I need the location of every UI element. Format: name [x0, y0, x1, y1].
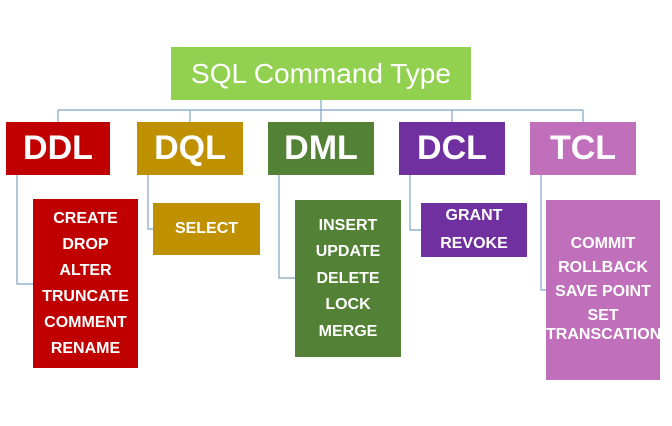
commands-box-ddl: CREATE DROP ALTER TRUNCATE COMMENT RENAM…	[33, 199, 138, 368]
category-label-dql: DQL	[154, 129, 226, 167]
command-alter: ALTER	[59, 261, 112, 279]
command-set-transcation: SET TRANSCATION	[546, 307, 662, 344]
category-node-tcl: TCL	[530, 122, 636, 175]
category-node-dql: DQL	[137, 122, 243, 175]
command-truncate: TRUNCATE	[42, 287, 129, 305]
connector-dql-children	[147, 175, 153, 230]
command-drop: DROP	[62, 235, 109, 253]
category-node-ddl: DDL	[6, 122, 110, 175]
command-create: CREATE	[53, 209, 118, 227]
connector-dcl-children	[409, 175, 421, 231]
root-node-label: SQL Command Type	[191, 57, 451, 89]
command-delete: DELETE	[316, 269, 380, 287]
command-insert: INSERT	[318, 216, 378, 234]
command-rename: RENAME	[50, 339, 121, 357]
category-label-dml: DML	[284, 129, 358, 167]
command-rollback: ROLLBACK	[558, 259, 648, 277]
command-comment: COMMENT	[44, 313, 127, 331]
commands-box-tcl: COMMIT ROLLBACK SAVE POINT SET TRANSCATI…	[546, 200, 662, 380]
command-update: UPDATE	[315, 243, 381, 261]
connector-ddl-children	[16, 175, 33, 285]
command-merge: MERGE	[318, 322, 378, 340]
category-node-dml: DML	[268, 122, 374, 175]
root-node-sql-command-type: SQL Command Type	[171, 47, 471, 100]
command-select: SELECT	[174, 220, 239, 238]
command-grant: GRANT	[445, 207, 503, 225]
commands-box-dcl: GRANT REVOKE	[421, 203, 527, 257]
commands-box-dql: SELECT	[153, 203, 260, 255]
category-label-dcl: DCL	[417, 129, 487, 167]
command-commit: COMMIT	[570, 235, 636, 253]
category-label-tcl: TCL	[549, 129, 617, 167]
command-save-point: SAVE POINT	[555, 282, 651, 300]
command-lock: LOCK	[325, 296, 371, 314]
category-label-ddl: DDL	[23, 129, 93, 167]
category-node-dcl: DCL	[399, 122, 505, 175]
connector-tcl-children	[540, 175, 546, 291]
command-revoke: REVOKE	[440, 235, 508, 253]
connector-dml-children	[278, 175, 295, 279]
commands-box-dml: INSERT UPDATE DELETE LOCK MERGE	[295, 200, 401, 357]
